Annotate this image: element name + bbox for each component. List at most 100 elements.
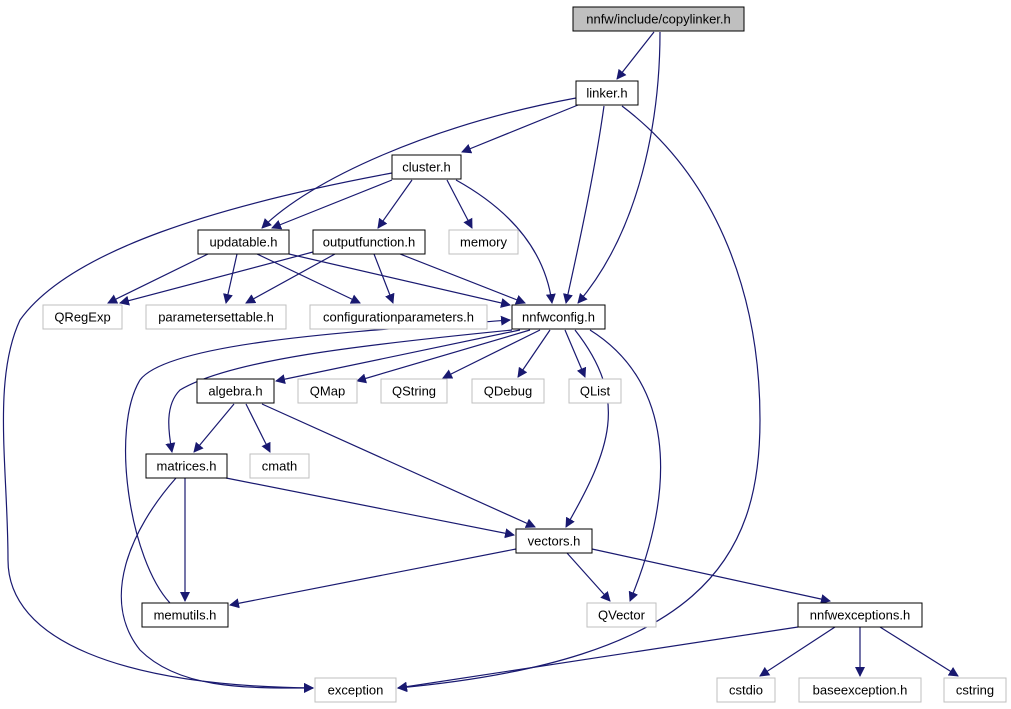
node-box: [798, 677, 922, 703]
edge-copylinker-to-nnfwconfig: [577, 31, 661, 304]
node-outputfunction[interactable]: outputfunction.h: [312, 229, 426, 255]
edge-cluster-to-outputfunction: [377, 179, 413, 229]
node-label: QVector: [598, 608, 646, 623]
edge-outputfunction-to-configurationparameters: [373, 253, 395, 304]
node-label: QMap: [310, 384, 345, 399]
node-box: [145, 453, 228, 479]
node-box: [309, 304, 488, 330]
node-label: linker.h: [586, 86, 627, 101]
node-box: [716, 677, 776, 703]
edge-updatable-to-parametersettable: [223, 253, 238, 304]
node-box: [586, 602, 657, 628]
edge-outputfunction-to-parametersettable: [245, 253, 336, 304]
edge-nnfwexceptions-to-exception: [397, 626, 799, 692]
node-cstring: cstring: [943, 677, 1007, 703]
edge-updatable-to-nnfwconfig: [288, 253, 511, 308]
node-box: [145, 304, 287, 330]
edge-matrices-to-vectors: [225, 477, 515, 539]
node-linker[interactable]: linker.h: [575, 80, 639, 106]
node-label: cstring: [956, 683, 994, 698]
edge-linker-to-updatable: [261, 97, 577, 229]
node-algebra[interactable]: algebra.h: [196, 378, 275, 404]
node-vectors[interactable]: vectors.h: [515, 528, 593, 554]
node-box: [471, 378, 545, 404]
node-box: [141, 602, 229, 628]
node-label: QString: [392, 384, 436, 399]
edge-cluster-to-updatable: [271, 179, 393, 230]
node-box: [572, 6, 745, 32]
edge-algebra-to-cmath: [245, 403, 271, 453]
edge-cluster-to-nnfwconfig: [455, 179, 556, 304]
node-qdebug: QDebug: [471, 378, 545, 404]
edge-vectors-to-nnfwexceptions: [591, 548, 831, 604]
edge-cluster-to-exception: [2, 172, 393, 693]
node-box: [314, 677, 397, 703]
edge-updatable-to-qregexp: [107, 253, 209, 304]
edge-nnfwconfig-to-qstring: [442, 329, 541, 379]
node-box: [297, 378, 358, 404]
edge-nnfwexceptions-to-cstring: [879, 626, 959, 677]
node-cluster[interactable]: cluster.h: [391, 154, 462, 180]
node-nnfwexceptions[interactable]: nnfwexceptions.h: [797, 602, 923, 628]
node-label: nnfw/include/copylinker.h: [586, 12, 731, 27]
node-label: QRegExp: [54, 310, 110, 325]
node-memory: memory: [448, 229, 519, 255]
node-label: QDebug: [484, 384, 532, 399]
edge-outputfunction-to-nnfwconfig: [399, 253, 526, 305]
node-copylinker[interactable]: nnfw/include/copylinker.h: [572, 6, 745, 32]
edge-vectors-to-memutils: [229, 548, 517, 609]
node-label: configurationparameters.h: [323, 310, 474, 325]
node-configurationparameters: configurationparameters.h: [309, 304, 488, 330]
node-label: parametersettable.h: [158, 310, 274, 325]
node-label: algebra.h: [208, 384, 262, 399]
node-qmap: QMap: [297, 378, 358, 404]
node-box: [511, 304, 606, 330]
node-box: [380, 378, 448, 404]
node-baseexception: baseexception.h: [798, 677, 922, 703]
node-box: [575, 80, 639, 106]
node-label: baseexception.h: [813, 683, 908, 698]
node-exception: exception: [314, 677, 397, 703]
edge-linker-to-cluster: [461, 104, 579, 154]
node-box: [515, 528, 593, 554]
edge-cluster-to-memory: [446, 179, 473, 229]
node-cstdio: cstdio: [716, 677, 776, 703]
node-memutils[interactable]: memutils.h: [141, 602, 229, 628]
edge-nnfwconfig-to-matrices: [165, 329, 513, 453]
node-layer: nnfw/include/copylinker.h linker.h cluster…: [42, 6, 1007, 703]
node-label: vectors.h: [528, 534, 581, 549]
node-cmath: cmath: [249, 453, 310, 479]
node-box: [249, 453, 310, 479]
edge-layer: [2, 31, 959, 694]
edge-nnfwconfig-to-qlist: [564, 329, 587, 378]
node-label: memory: [460, 235, 507, 250]
node-label: updatable.h: [210, 235, 278, 250]
node-box: [391, 154, 462, 180]
node-box: [312, 229, 426, 255]
node-matrices[interactable]: matrices.h: [145, 453, 228, 479]
node-updatable[interactable]: updatable.h: [197, 229, 290, 255]
edge-vectors-to-qvector: [566, 552, 611, 602]
node-label: memutils.h: [154, 608, 217, 623]
node-box: [196, 378, 275, 404]
edge-updatable-to-configurationparameters: [256, 253, 361, 304]
edge-nnfwconfig-to-algebra: [275, 329, 521, 385]
node-nnfwconfig[interactable]: nnfwconfig.h: [511, 304, 606, 330]
node-qvector: QVector: [586, 602, 657, 628]
node-box: [448, 229, 519, 255]
node-label: outputfunction.h: [323, 235, 416, 250]
edge-algebra-to-matrices: [193, 403, 235, 453]
edge-linker-to-nnfwconfig: [563, 105, 605, 304]
node-box: [568, 378, 622, 404]
node-qstring: QString: [380, 378, 448, 404]
edge-linker-to-exception: [397, 105, 761, 693]
edge-nnfwconfig-to-vectors: [565, 329, 609, 528]
node-label: matrices.h: [157, 459, 217, 474]
node-parametersettable: parametersettable.h: [145, 304, 287, 330]
node-label: nnfwconfig.h: [522, 310, 595, 325]
node-box: [797, 602, 923, 628]
edge-matrices-to-exception: [120, 477, 314, 694]
node-box: [943, 677, 1007, 703]
node-qlist: QList: [568, 378, 622, 404]
